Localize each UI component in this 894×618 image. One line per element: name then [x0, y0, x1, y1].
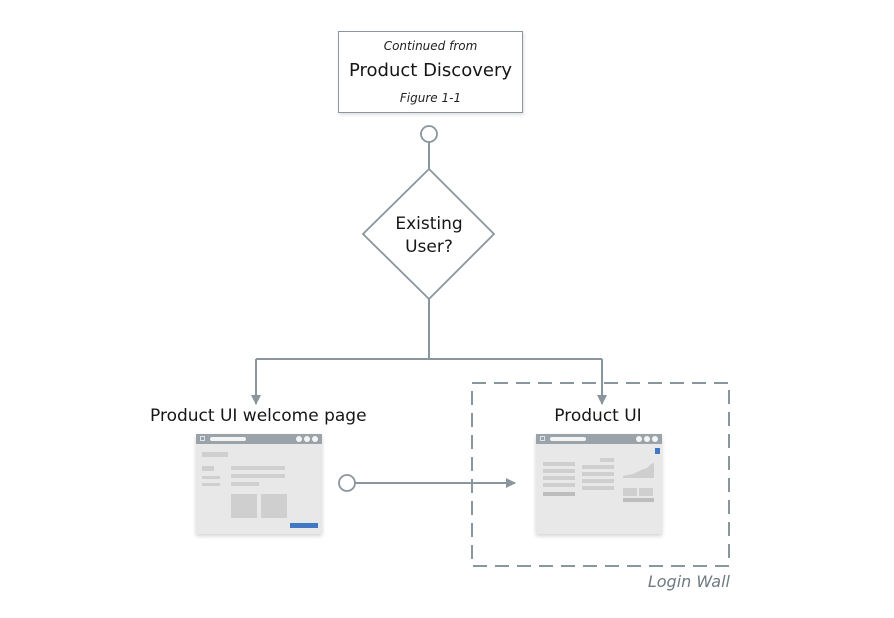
placeholder-line — [543, 492, 575, 496]
placeholder-line — [231, 474, 285, 478]
product-ui-label: Product UI — [554, 406, 642, 426]
notification-indicator — [655, 448, 660, 454]
placeholder-line — [582, 472, 614, 476]
placeholder-line — [202, 483, 220, 486]
start-node-title: Product Discovery — [349, 60, 512, 81]
window-dot-icon — [636, 436, 642, 442]
connector-origin-circle — [420, 125, 438, 143]
placeholder-line — [202, 476, 220, 479]
decision-label-line2: User? — [405, 237, 453, 257]
figure-reference: Figure 1-1 — [399, 91, 462, 105]
browser-bar — [536, 434, 662, 444]
browser-bar — [196, 434, 322, 444]
placeholder-line — [231, 466, 285, 470]
product-ui-thumbnail — [536, 434, 662, 534]
window-dot-icon — [304, 436, 310, 442]
window-dot-icon — [652, 436, 658, 442]
login-wall-label: Login Wall — [647, 572, 730, 591]
placeholder-card — [623, 488, 637, 496]
window-dot-icon — [312, 436, 318, 442]
placeholder-line — [543, 462, 575, 466]
mini-area-chart-icon — [623, 463, 654, 478]
placeholder-card — [231, 494, 257, 518]
placeholder-line — [231, 482, 259, 486]
decision-label: Existing User? — [378, 213, 480, 259]
welcome-page-thumbnail — [196, 434, 322, 534]
start-node-box: Continued from Product Discovery Figure … — [338, 31, 523, 113]
placeholder-card — [639, 488, 653, 496]
connector-welcome-origin-circle — [338, 474, 356, 492]
url-bar — [210, 437, 246, 441]
window-dot-icon — [644, 436, 650, 442]
continued-from-label: Continued from — [383, 39, 478, 53]
url-bar — [550, 437, 586, 441]
app-grid-icon — [200, 436, 205, 441]
placeholder-line — [202, 466, 214, 471]
app-grid-icon — [540, 436, 545, 441]
placeholder-line — [582, 465, 614, 469]
placeholder-line — [582, 486, 614, 490]
placeholder-card — [261, 494, 287, 518]
placeholder-heading — [202, 452, 228, 457]
placeholder-line — [543, 469, 575, 473]
welcome-page-label: Product UI welcome page — [150, 406, 367, 426]
placeholder-line — [623, 498, 654, 502]
placeholder-line — [600, 458, 614, 462]
decision-label-line1: Existing — [395, 214, 463, 234]
placeholder-line — [582, 479, 614, 483]
primary-button-placeholder — [290, 523, 318, 528]
window-dot-icon — [296, 436, 302, 442]
placeholder-line — [543, 476, 575, 480]
placeholder-line — [543, 483, 575, 487]
